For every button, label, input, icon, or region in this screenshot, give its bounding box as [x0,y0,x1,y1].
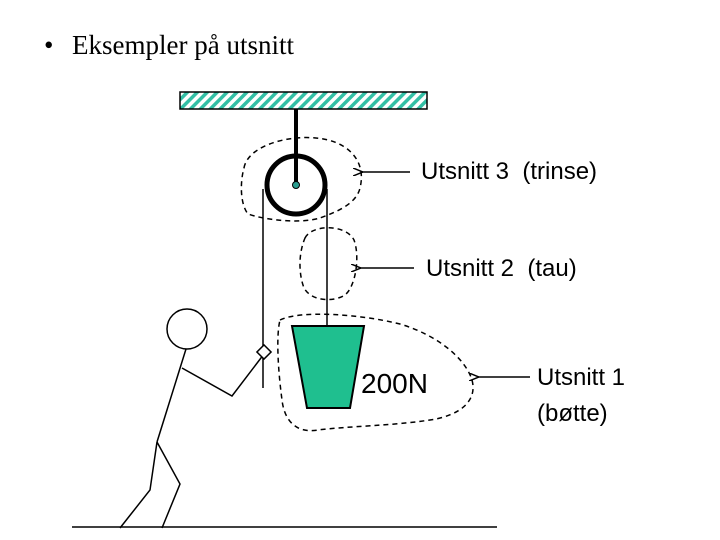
cutout-1-boundary [277,313,474,432]
cutout-2-boundary [299,227,358,301]
heading-text: Eksempler på utsnitt [72,30,294,60]
bullet-glyph: • [44,30,54,60]
label-cutout-1-line2: (bøtte) [537,400,608,427]
pulley-wheel [264,153,328,217]
cutout-3-boundary [240,136,363,222]
person-back-leg [119,441,158,529]
person-hand [255,343,273,361]
label-cutout-1-line1: Utsnitt 1 [537,364,625,391]
heading: • Eksempler på utsnitt [44,30,294,61]
person-torso [156,348,187,443]
person-head [166,308,208,350]
label-cutout-2: Utsnitt 2 (tau) [426,255,577,282]
pulley-center-dot [292,181,300,189]
bucket [290,325,366,409]
person-front-leg [156,441,181,529]
label-cutout-3: Utsnitt 3 (trinse) [421,158,597,185]
ceiling-beam [179,91,428,110]
label-weight: 200N [361,368,428,399]
person-arm [181,353,265,397]
